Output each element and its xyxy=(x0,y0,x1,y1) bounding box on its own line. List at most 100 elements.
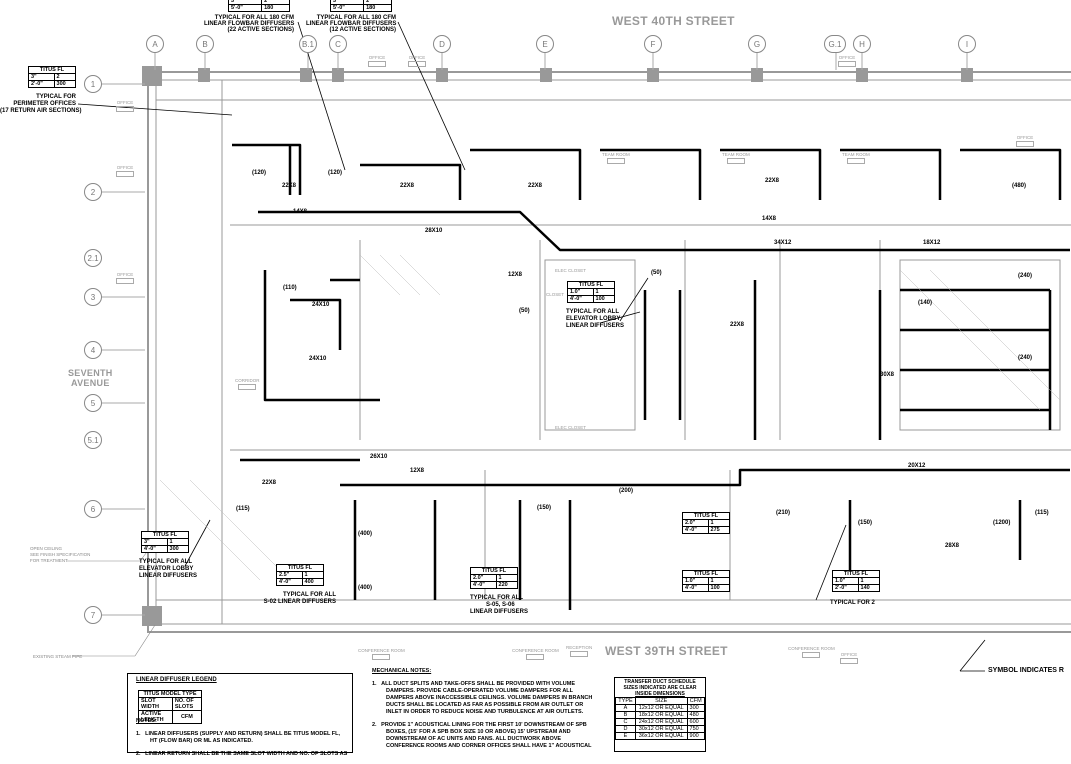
grid-bubble-row: 3 xyxy=(84,288,102,306)
room-tag: RECEPTION xyxy=(566,645,592,657)
legend-title: LINEAR DIFFUSER LEGEND xyxy=(136,677,217,683)
duct-label: 24x10 xyxy=(312,302,330,308)
room-tag: OFFICE xyxy=(116,272,134,284)
floor-plan-drawing xyxy=(67,21,1071,672)
grid-bubble-row: 7 xyxy=(84,606,102,624)
linear-diffuser-legend: LINEAR DIFFUSER LEGEND TITUS MODEL TYPE … xyxy=(127,673,353,757)
cfm-label: (400) xyxy=(358,531,373,537)
cfm-label: (200) xyxy=(619,488,634,494)
callout-table-s05: TITUS FL 2.0"1 4'-0"220 xyxy=(470,567,519,589)
grid-bubble-row: 5.1 xyxy=(84,431,102,449)
street-label-south: WEST 39TH STREET xyxy=(605,644,728,658)
room-tag: TEAM ROOM xyxy=(722,152,750,164)
duct-label: 24x10 xyxy=(309,356,327,362)
room-tag: CONFERENCE ROOM xyxy=(512,648,559,660)
cfm-label: (120) xyxy=(252,170,267,176)
steam-pipe-note: EXISTING STEAM PIPE xyxy=(33,654,83,659)
room-tag: TEAM ROOM xyxy=(602,152,630,164)
duct-label: 22x8 xyxy=(400,183,415,189)
callout-table-top-right: 3"2 5'-0"180 xyxy=(329,0,392,12)
room-tag: OFFICE xyxy=(838,55,856,67)
street-label-west: SEVENTH AVENUE xyxy=(68,368,113,388)
grid-bubble-column: B xyxy=(196,35,214,53)
duct-label: 14x8 xyxy=(762,216,777,222)
duct-label: 18x12 xyxy=(923,240,941,246)
grid-bubble-column: D xyxy=(433,35,451,53)
grid-bubble-column: A xyxy=(146,35,164,53)
grid-bubble-column: B.1 xyxy=(299,35,317,53)
grid-bubble-column: E xyxy=(536,35,554,53)
grid-bubble-row: 4 xyxy=(84,341,102,359)
cfm-label: (120) xyxy=(328,170,343,176)
grid-bubble-row: 2.1 xyxy=(84,249,102,267)
cfm-label: (240) xyxy=(1018,273,1033,279)
cfm-label: (50) xyxy=(519,308,530,314)
cfm-label: (400) xyxy=(358,585,373,591)
grid-bubble-column: G.1 xyxy=(824,35,846,53)
duct-label: 22x8 xyxy=(282,183,297,189)
room-tag: OFFICE xyxy=(116,100,134,112)
grid-bubble-column: F xyxy=(644,35,662,53)
callout-table-mid-b: TITUS FL 1.0"1 4'-0"100 xyxy=(682,570,731,592)
cfm-label: (1200) xyxy=(993,520,1011,526)
cfm-label: (150) xyxy=(858,520,873,526)
grid-bubble-column: I xyxy=(958,35,976,53)
room-tag: CONFERENCE ROOM xyxy=(358,648,405,660)
room-tag: OFFICE xyxy=(1016,135,1034,147)
room-tag: OFFICE xyxy=(408,55,426,67)
room-tag: OFFICE xyxy=(840,652,858,664)
room-tag: OFFICE xyxy=(116,165,134,177)
duct-label: 22x8 xyxy=(262,480,277,486)
callout-table-mid-a: TITUS FL 2.0"1 4'-0"275 xyxy=(682,512,731,534)
duct-label: 22x8 xyxy=(528,183,543,189)
cfm-label: (240) xyxy=(1018,355,1033,361)
cfm-label: (140) xyxy=(918,300,933,306)
mechanical-notes: MECHANICAL NOTES: 1. ALL DUCT SPLITS AND… xyxy=(372,668,593,749)
room-tag: CONFERENCE ROOM xyxy=(788,646,835,658)
cfm-label: (110) xyxy=(283,285,297,291)
callout-table-elevator-lobby: TITUS FL 3"1 4'-0"300 xyxy=(141,531,190,553)
cfm-label: (115) xyxy=(236,506,250,512)
symbol-note: SYMBOL INDICATES R xyxy=(988,667,1064,674)
room-tag: CLOSET xyxy=(546,292,565,297)
grid-bubble-row: 2 xyxy=(84,183,102,201)
grid-bubble-row: 5 xyxy=(84,394,102,412)
duct-label: 28x8 xyxy=(945,543,960,549)
grid-bubble-row: 6 xyxy=(84,500,102,518)
callout-table-elevator-lobby-2: TITUS FL 1.0"1 4'-0"100 xyxy=(567,281,616,303)
room-tag: ELEC CLOSET xyxy=(555,268,587,273)
cfm-label: (115) xyxy=(1035,510,1049,516)
street-west-line2: AVENUE xyxy=(70,378,110,388)
duct-label: 12x8 xyxy=(508,272,523,278)
duct-label: 12x8 xyxy=(410,468,425,474)
duct-label: 30x8 xyxy=(880,372,895,378)
grid-bubble-column: G xyxy=(748,35,766,53)
duct-label: 22x8 xyxy=(730,322,745,328)
room-tag: TEAM ROOM xyxy=(842,152,870,164)
cfm-label: (150) xyxy=(537,505,552,511)
street-west-line1: SEVENTH xyxy=(68,368,113,378)
callout-table-typ2: TITUS FL 1.0"1 2'-0"140 xyxy=(832,570,881,592)
duct-label: 20x12 xyxy=(908,463,926,469)
street-label-north: WEST 40TH STREET xyxy=(612,14,735,28)
room-tag: CORRIDOR xyxy=(235,378,260,390)
duct-label: 14x8 xyxy=(293,209,308,215)
cfm-label: (480) xyxy=(1012,183,1027,189)
grid-bubble-column: C xyxy=(329,35,347,53)
callout-table-top-left: 3"2 5'-0"180 xyxy=(227,0,290,12)
legend-notes: NOTES: 1. LINEAR DIFFUSERS (SUPPLY AND R… xyxy=(136,718,348,757)
duct-label: 28x10 xyxy=(425,228,443,234)
room-tag: ELEC CLOSET xyxy=(555,425,587,430)
